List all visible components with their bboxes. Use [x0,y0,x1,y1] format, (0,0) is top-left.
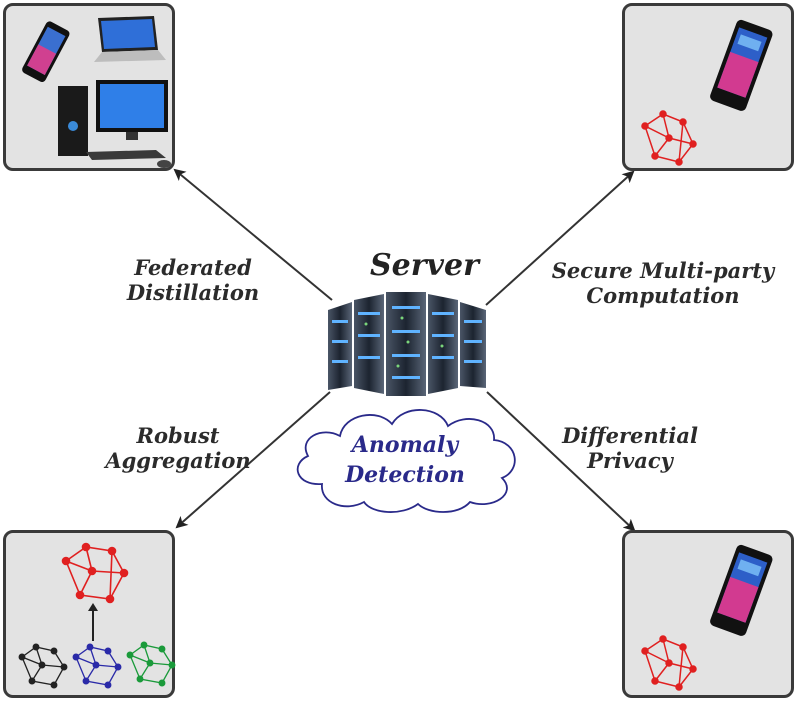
smartphone-icon [710,19,773,111]
graph-network-icon [641,635,697,691]
label-line: Robust [136,423,220,448]
label-secure-multiparty-computation: Secure Multi-party Computation [548,258,778,308]
arrow-to-bottom-left [175,391,331,529]
smartphone-icon [710,544,773,636]
graph-network-icon [641,110,697,166]
clients-devices-panel [3,3,175,171]
label-line: Secure Multi-party [551,258,775,283]
label-federated-distillation: Federated Distillation [118,255,268,305]
label-line: Differential [562,423,698,448]
label-differential-privacy: Differential Privacy [545,423,715,473]
label-line: Privacy [587,448,673,473]
server-rack-icon [328,292,486,396]
robust-aggregation-panel [3,530,176,698]
label-line: Federated [134,255,252,280]
label-robust-aggregation: Robust Aggregation [88,423,268,473]
aggregation-arrow [88,603,98,641]
desktop-computer-icon [58,80,171,168]
graph-network-icon [18,643,68,689]
graph-network-icon [126,641,176,687]
smartphone-icon [22,21,70,83]
cloud-label-line2: Detection [345,462,465,488]
client-privacy-panel [622,530,794,698]
label-line: Aggregation [105,448,251,473]
arrow-to-top-left [173,168,333,301]
graph-network-icon [61,542,129,604]
arrow-to-top-right [485,170,635,306]
laptop-icon [94,16,166,62]
arrow-to-bottom-right [486,391,636,532]
label-line: Distillation [126,280,260,305]
client-secure-panel [622,3,794,171]
graph-network-icon [72,643,122,689]
cloud-label: Anomaly Detection [320,430,490,490]
label-line: Computation [586,283,740,308]
cloud-label-line1: Anomaly [351,432,459,458]
server-title: Server [370,248,479,283]
cloud-icon [296,409,516,513]
